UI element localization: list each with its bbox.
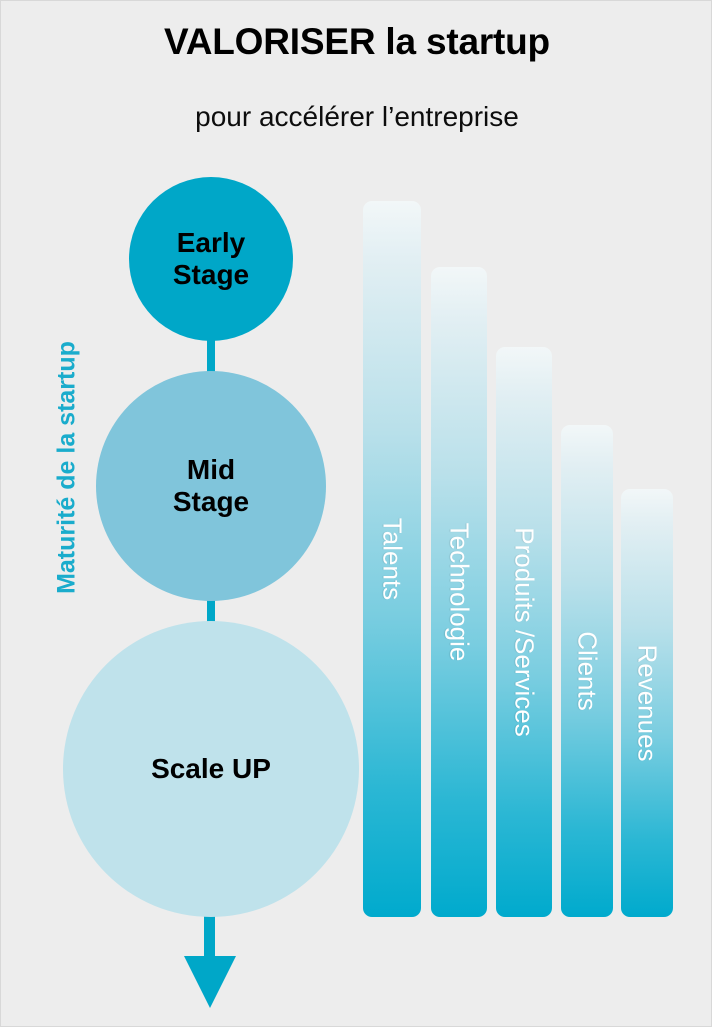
stage-label-mid-stage: Mid Stage (173, 454, 249, 518)
growth-arrow-shaft (204, 906, 215, 968)
bar-technologie[interactable]: Technologie (431, 267, 487, 917)
growth-arrow-head-icon (184, 956, 236, 1008)
page-subtitle: pour accélérer l’entreprise (195, 101, 519, 132)
bar-label-revenues: Revenues (632, 644, 663, 762)
bar-label-produits-services: Produits /Services (509, 527, 540, 737)
stage-label-scale-up: Scale UP (151, 752, 271, 784)
bar-label-technologie: Technologie (444, 522, 475, 662)
bar-clients[interactable]: Clients (561, 425, 613, 917)
bar-label-talents: Talents (377, 517, 408, 601)
connector-early-to-mid (207, 331, 215, 387)
stage-circle-early-stage[interactable]: Early Stage (129, 177, 293, 341)
bar-produits-services[interactable]: Produits /Services (496, 347, 552, 917)
stage-label-mid-stage-line1: Mid (186, 453, 236, 485)
stage-circle-mid-stage[interactable]: Mid Stage (96, 371, 326, 601)
bar-label-clients: Clients (572, 631, 603, 711)
stage-label-early-stage-line2: Stage (172, 259, 250, 290)
stage-circle-scale-up[interactable]: Scale UP (63, 621, 359, 917)
connector-mid-to-scale (207, 591, 215, 637)
page-title: VALORISER la startup (164, 21, 550, 62)
bar-talents[interactable]: Talents (363, 201, 421, 917)
stage-label-early-stage-line1: Early (176, 226, 246, 258)
bar-revenues[interactable]: Revenues (621, 489, 673, 917)
vertical-axis-label: Maturité de la startup (52, 341, 81, 594)
stage-label-mid-stage-line2: Stage (172, 486, 250, 517)
stage-label-early-stage: Early Stage (173, 227, 249, 291)
